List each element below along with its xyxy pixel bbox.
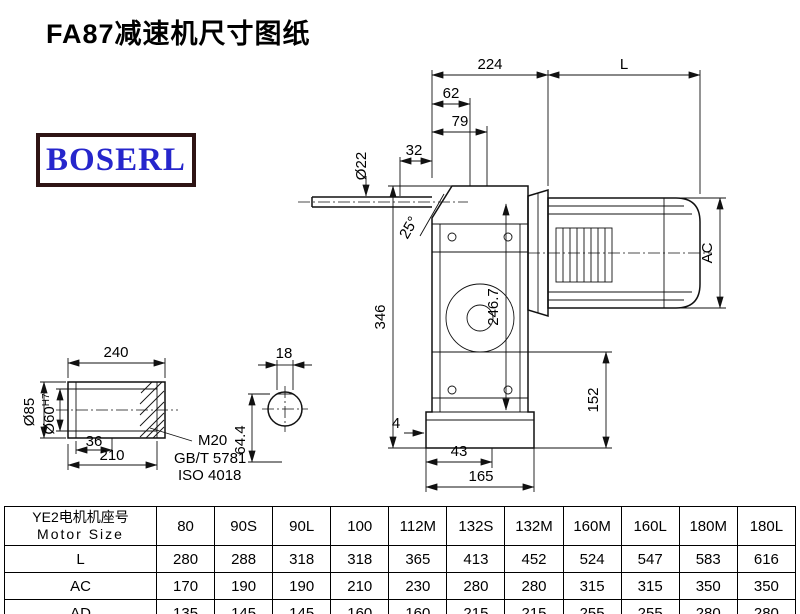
dim-motor-length: L xyxy=(620,56,628,73)
table-cell: 280 xyxy=(678,599,738,614)
dim-346: 346 xyxy=(372,304,389,329)
dim-dia85: Ø85 xyxy=(21,398,38,426)
dim-240: 240 xyxy=(103,344,128,361)
column-header: 180M xyxy=(678,506,738,546)
dim-angle: 25° xyxy=(396,214,422,242)
table-cell: 452 xyxy=(504,545,564,573)
column-header: 160M xyxy=(562,506,622,546)
table-cell: 135 xyxy=(155,599,216,614)
table-cell: 280 xyxy=(155,545,216,573)
table-cell: 315 xyxy=(562,572,622,600)
dia60-tolerance: H7 xyxy=(41,393,52,406)
table-cell: 255 xyxy=(620,599,680,614)
table-cell: 230 xyxy=(388,572,448,600)
table-cell: 365 xyxy=(388,545,448,573)
table-cell: 145 xyxy=(272,599,332,614)
dim-246-7: 246.7 xyxy=(485,288,502,326)
table-cell: 280 xyxy=(504,572,564,600)
column-header: 90S xyxy=(214,506,274,546)
table-cell: 318 xyxy=(330,545,390,573)
dim-ac: AC xyxy=(699,242,716,263)
table-cell: 160 xyxy=(388,599,448,614)
dim-shaft-dia: Ø22 xyxy=(353,152,370,180)
column-header: 180L xyxy=(736,506,797,546)
table-cell: 160 xyxy=(330,599,390,614)
table-cell: 616 xyxy=(736,545,797,573)
dim-36: 36 xyxy=(86,433,103,450)
logo-text: BOSERL xyxy=(46,141,186,178)
column-header: 132S xyxy=(446,506,506,546)
std-gb-label: GB/T 5781 xyxy=(174,450,246,467)
shaft-detail xyxy=(56,381,178,439)
table-cell: 524 xyxy=(562,545,622,573)
logo-box: BOSERL xyxy=(36,133,196,187)
dim-62: 62 xyxy=(443,85,460,102)
motor-size-header-en: Motor Size xyxy=(37,526,124,542)
table-cell: 210 xyxy=(330,572,390,600)
table-cell: 170 xyxy=(155,572,216,600)
table-cell: 255 xyxy=(562,599,622,614)
page-title: FA87减速机尺寸图纸 xyxy=(46,19,311,49)
table-cell: 190 xyxy=(272,572,332,600)
table-cell: 318 xyxy=(272,545,332,573)
dim-18: 18 xyxy=(276,345,293,362)
dimension-labels: 224 L 62 79 32 Ø22 25° 346 246.7 AC 152 … xyxy=(21,56,716,485)
table-cell: 215 xyxy=(446,599,506,614)
table-cell: 583 xyxy=(678,545,738,573)
dim-43: 43 xyxy=(451,443,468,460)
std-iso-label: ISO 4018 xyxy=(178,467,241,484)
motor-size-header-cn: YE2电机机座号 xyxy=(32,509,129,525)
table-cell: 145 xyxy=(214,599,274,614)
column-header: 90L xyxy=(272,506,332,546)
output-shaft xyxy=(298,196,468,208)
column-header: 80 xyxy=(155,506,216,546)
dimension-lines xyxy=(40,70,726,492)
table-cell: 288 xyxy=(214,545,274,573)
column-header: 100 xyxy=(330,506,390,546)
table-cell: 547 xyxy=(620,545,680,573)
row-label: AC xyxy=(4,572,157,600)
table-cell: 413 xyxy=(446,545,506,573)
table-cell: 350 xyxy=(736,572,797,600)
dim-dia60: Ø60H7 xyxy=(41,393,58,435)
shaft-end-view xyxy=(262,386,308,432)
dim-210: 210 xyxy=(99,447,124,464)
table-cell: 280 xyxy=(736,599,797,614)
table-cell: 280 xyxy=(446,572,506,600)
dim-224: 224 xyxy=(477,56,502,73)
dim-4: 4 xyxy=(392,415,400,432)
row-label: L xyxy=(4,545,157,573)
table-cell: 315 xyxy=(620,572,680,600)
dim-64-4: 64.4 xyxy=(232,425,249,454)
technical-drawing: 224 L 62 79 32 Ø22 25° 346 246.7 AC 152 … xyxy=(21,56,726,492)
row-label: AD xyxy=(4,599,157,614)
dia60-value: Ø60 xyxy=(41,406,58,434)
table-cell: 190 xyxy=(214,572,274,600)
thread-label: M20 xyxy=(198,432,227,449)
column-header: 132M xyxy=(504,506,564,546)
dim-165: 165 xyxy=(468,468,493,485)
dim-152: 152 xyxy=(585,387,602,412)
table-cell: 350 xyxy=(678,572,738,600)
table-cell: 215 xyxy=(504,599,564,614)
motor xyxy=(528,197,712,309)
column-header: 160L xyxy=(620,506,680,546)
column-header: 112M xyxy=(388,506,448,546)
dim-79: 79 xyxy=(452,113,469,130)
dim-32: 32 xyxy=(406,142,423,159)
gear-housing xyxy=(425,185,535,449)
